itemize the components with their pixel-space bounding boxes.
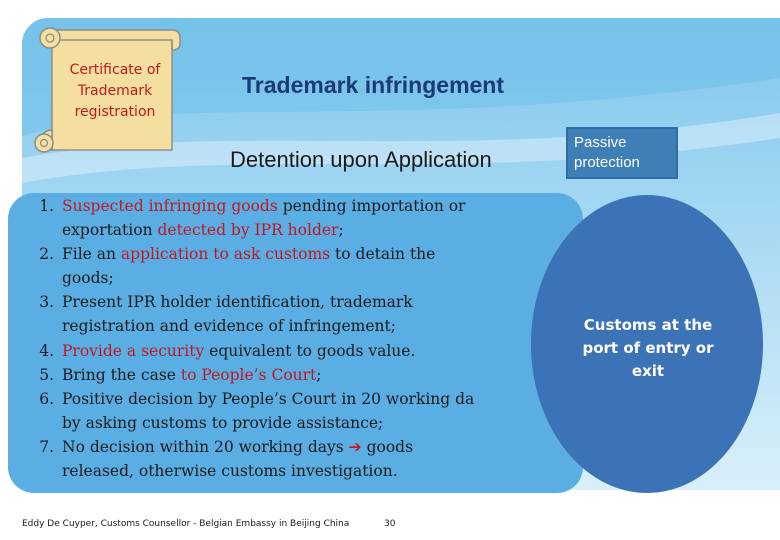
step-text: Bring the case <box>62 365 181 384</box>
step-highlight: Suspected infringing goods <box>62 197 278 215</box>
circle-line: Customs at the <box>583 316 713 334</box>
bold-right-arrow-icon: ➔ <box>348 437 362 456</box>
step-line: No decision within 20 working days ➔ goo… <box>62 435 580 459</box>
step-text: Present IPR holder identification, trade… <box>62 293 413 312</box>
circle-line: exit <box>631 362 665 380</box>
parchment-scroll-icon <box>34 27 181 153</box>
step-line: goods; <box>62 266 580 290</box>
page-number: 30 <box>384 519 396 529</box>
step-number: 4 <box>0 339 60 363</box>
step-line: Provide a security equivalent to goods v… <box>62 339 580 363</box>
step-highlight: detected by IPR holder <box>157 221 339 240</box>
step-line: Bring the case to People’s Court; <box>62 363 580 387</box>
step-highlight: application to ask customs <box>120 245 331 264</box>
step-item: 6Positive decision by People’s Court in … <box>0 387 580 435</box>
step-text: pending importation or <box>277 197 466 215</box>
certificate-label-line: Trademark <box>77 83 153 99</box>
step-text: Positive decision by People’s Court in 2… <box>62 389 475 408</box>
certificate-label: Certificate of Trademark registration <box>56 60 174 123</box>
step-line: File an application to ask customs to de… <box>62 242 580 266</box>
step-text: by asking customs to provide assistance; <box>62 413 384 432</box>
step-line: by asking customs to provide assistance; <box>62 411 580 435</box>
certificate-label-line: registration <box>74 104 156 120</box>
passive-protection-badge: Passive protection <box>566 127 678 179</box>
step-number: 3 <box>0 290 60 314</box>
step-number: 6 <box>0 387 60 411</box>
step-line: registration and evidence of infringemen… <box>62 314 580 338</box>
step-text: goods; <box>62 269 114 288</box>
slide-title: Trademark infringement <box>242 72 505 98</box>
step-line: Suspected infringing goods pending impor… <box>62 194 580 218</box>
step-text: equivalent to goods value. <box>204 341 416 360</box>
steps-panel <box>8 193 583 493</box>
step-text: ; <box>338 221 344 240</box>
background-swoosh <box>22 18 780 183</box>
step-number: 1 <box>0 194 60 218</box>
badge-line: Passive <box>574 134 627 151</box>
step-number: 2 <box>0 242 60 266</box>
step-highlight: to People’s Court <box>180 365 317 384</box>
step-line: exportation detected by IPR holder; <box>62 218 580 242</box>
step-item: 5Bring the case to People’s Court; <box>0 363 580 387</box>
step-text: released, otherwise customs investigatio… <box>62 462 398 481</box>
step-item: 7No decision within 20 working days ➔ go… <box>0 435 580 483</box>
customs-circle <box>531 195 763 493</box>
step-text: goods <box>361 437 414 456</box>
step-text: exportation <box>62 221 158 240</box>
step-text: No decision within 20 working days <box>62 437 349 456</box>
step-item: 1Suspected infringing goods pending impo… <box>0 194 580 242</box>
step-number: 5 <box>0 363 60 387</box>
footer-credit: Eddy De Cuyper, Customs Counsellor - Bel… <box>22 519 350 529</box>
step-line: Positive decision by People’s Court in 2… <box>62 387 580 411</box>
step-line: Present IPR holder identification, trade… <box>62 290 580 314</box>
step-item: 4Provide a security equivalent to goods … <box>0 339 580 363</box>
step-text: File an <box>62 245 121 264</box>
customs-circle-label: Customs at the port of entry or exit <box>556 314 740 383</box>
step-item: 3Present IPR holder identification, trad… <box>0 290 580 338</box>
circle-line: port of entry or <box>582 339 714 357</box>
badge-line: protection <box>574 154 640 171</box>
step-text: ; <box>316 365 322 384</box>
step-text: registration and evidence of infringemen… <box>62 317 396 336</box>
step-item: 2File an application to ask customs to d… <box>0 242 580 290</box>
step-line: released, otherwise customs investigatio… <box>62 459 580 483</box>
slide-subtitle: Detention upon Application <box>230 147 492 172</box>
step-highlight: Provide a security <box>62 341 205 360</box>
steps-list: 1Suspected infringing goods pending impo… <box>0 194 580 483</box>
step-number: 7 <box>0 435 60 459</box>
step-text: to detain the <box>330 245 436 264</box>
certificate-label-line: Certificate of <box>69 62 161 78</box>
